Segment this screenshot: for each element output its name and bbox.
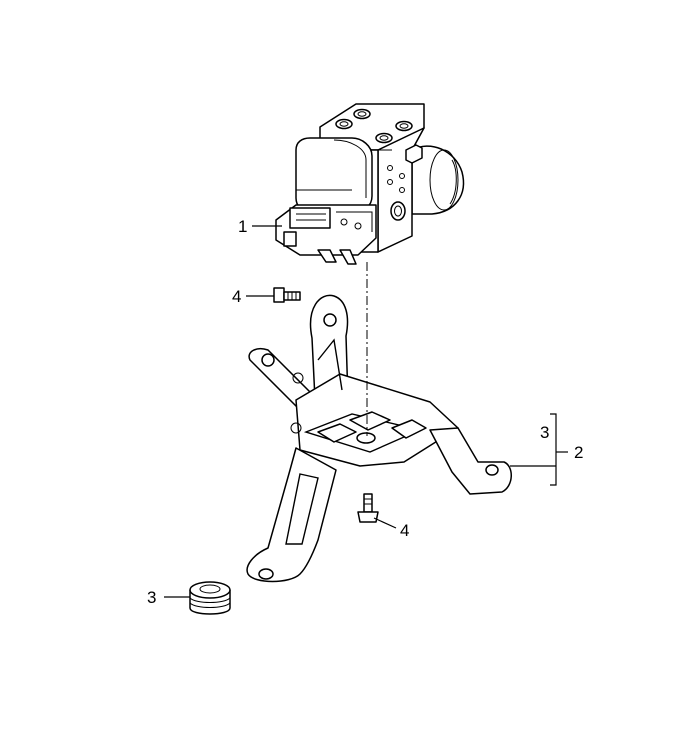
assembly-bracket [550,413,557,486]
callout-3-bracket: 3 [540,423,549,442]
screw-lower [357,493,379,523]
callout-4-upper: 4 [232,287,241,306]
mounting-bracket [246,294,512,583]
abs-hydraulic-unit [275,103,465,265]
leader-line-4-lower [373,517,397,529]
callout-1: 1 [238,217,247,236]
rubber-bushing [189,581,231,615]
callout-3-bushing: 3 [147,588,156,607]
screw-upper [273,287,301,303]
callout-4-lower: 4 [400,521,409,540]
callout-2: 2 [574,443,583,462]
